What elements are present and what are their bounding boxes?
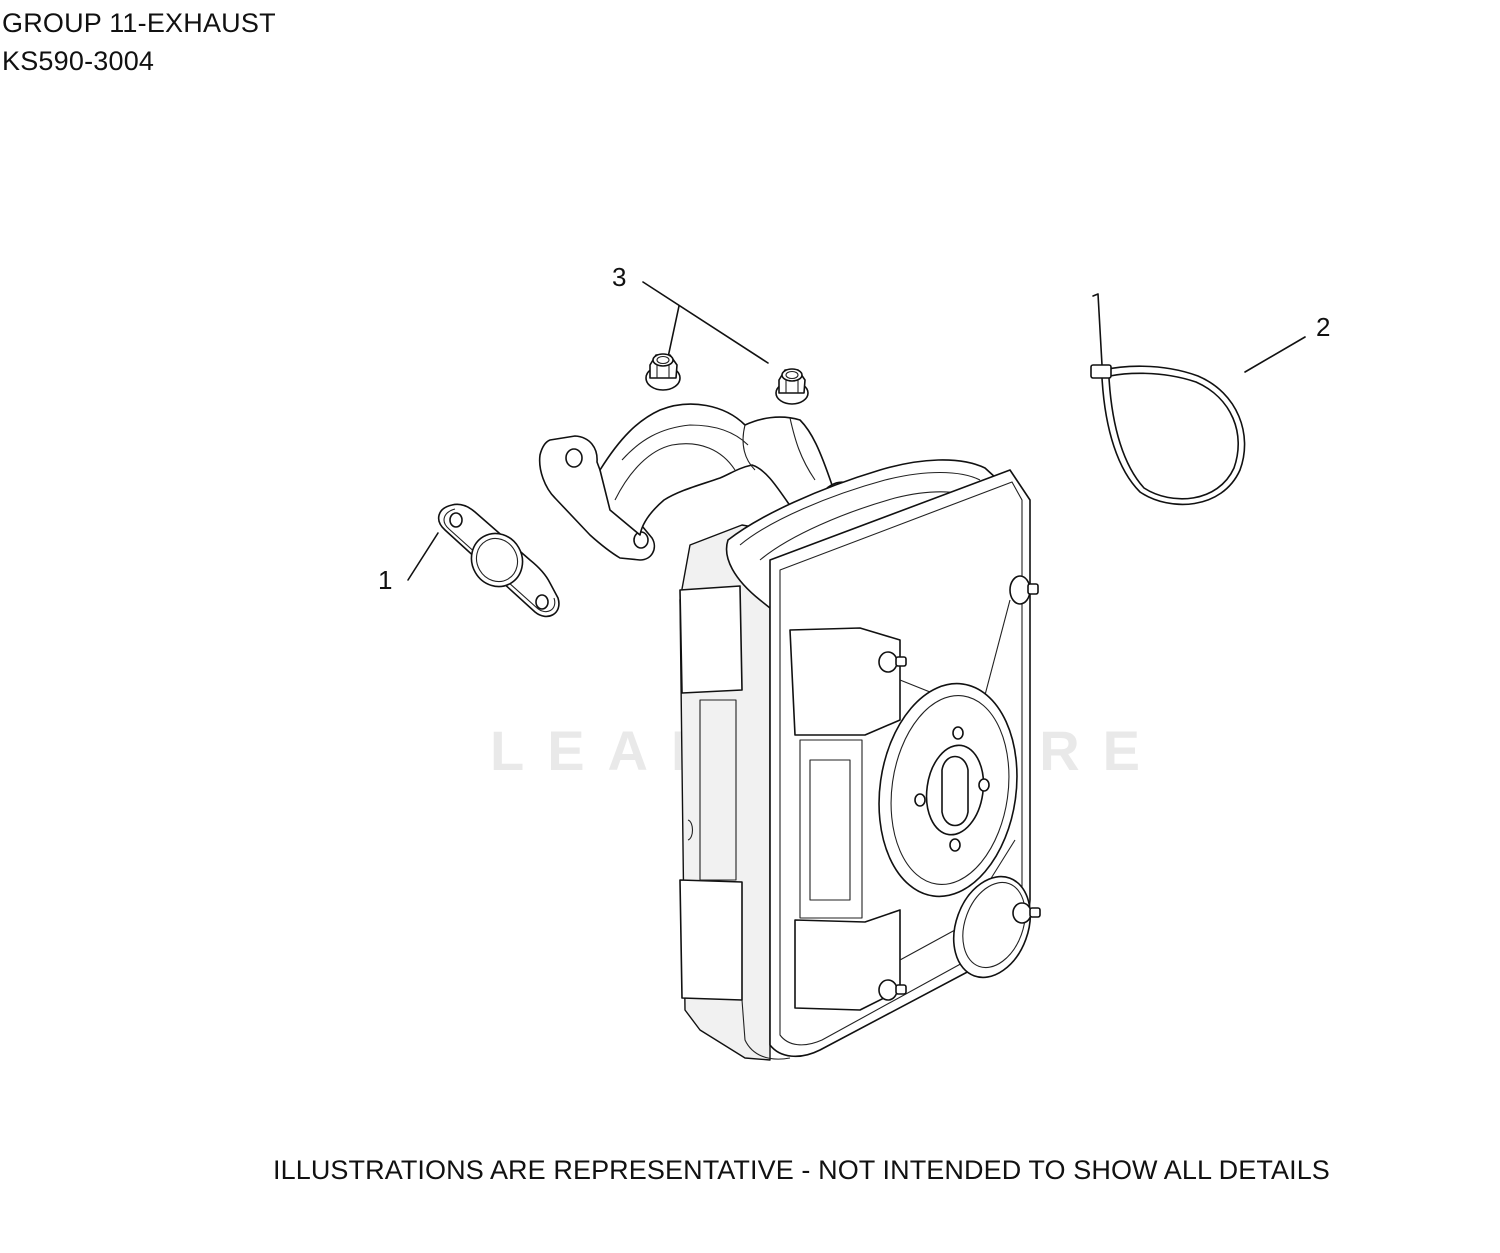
callout-3: 3 — [612, 262, 627, 292]
stud-top-right — [1009, 575, 1039, 605]
muffler-part — [679, 459, 1041, 1061]
disclaimer-text: ILLUSTRATIONS ARE REPRESENTATIVE - NOT I… — [273, 1155, 1330, 1185]
flange-nut-right — [775, 368, 809, 405]
group-title: GROUP 11-EXHAUST — [2, 8, 276, 38]
callout-2: 2 — [1316, 312, 1331, 342]
model-number: KS590-3004 — [2, 46, 155, 76]
cable-tie-part — [1090, 293, 1246, 506]
stud-lower-left — [878, 979, 907, 1001]
stud-lower-right — [1012, 902, 1041, 924]
flange-nut-left — [645, 353, 681, 391]
gasket-part — [437, 503, 560, 618]
stud-upper-left — [878, 651, 907, 673]
callout-1: 1 — [378, 565, 393, 595]
leader-lines — [407, 281, 1306, 581]
